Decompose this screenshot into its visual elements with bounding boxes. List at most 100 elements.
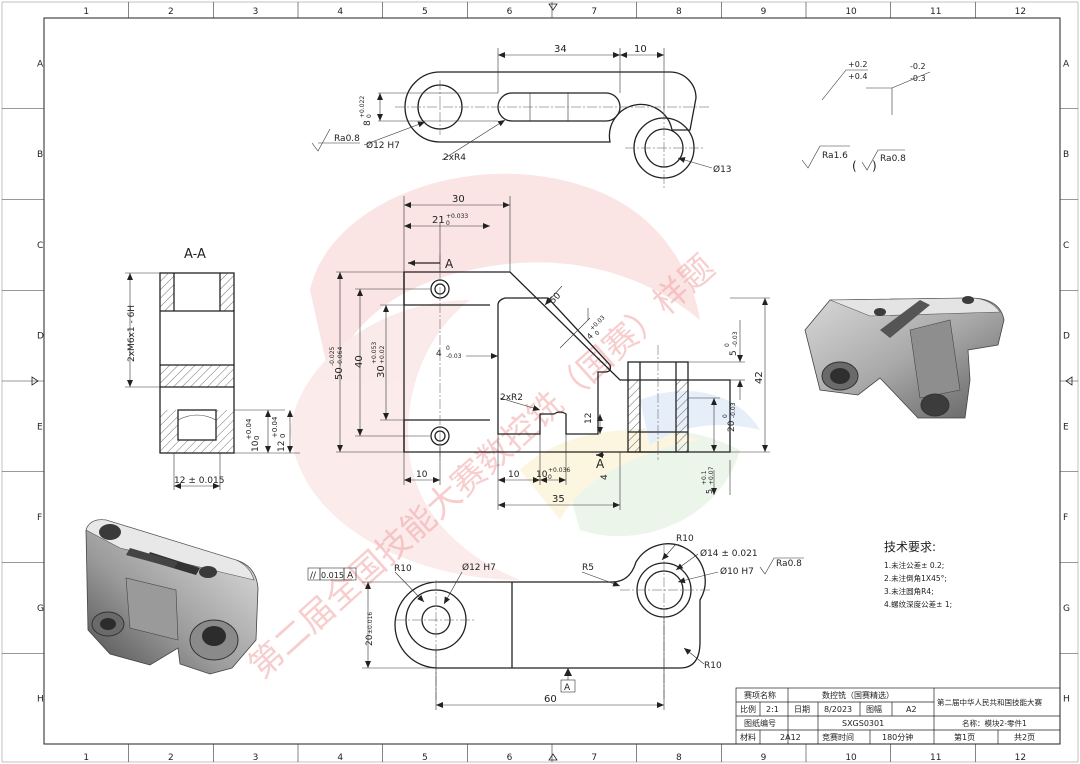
grid-col-label: 4 bbox=[337, 753, 343, 763]
dim-5-up: 0 bbox=[724, 343, 731, 347]
dim-10b: 10 bbox=[508, 470, 520, 480]
dim-10-top: 10 bbox=[634, 44, 647, 55]
tech-item: 2.未注倒角1X45°; bbox=[884, 573, 947, 583]
dim-42: 42 bbox=[754, 371, 765, 384]
grid-col-label: 12 bbox=[1015, 7, 1026, 17]
grid-col-label: 7 bbox=[591, 7, 597, 17]
tol-a-up: +0.2 bbox=[848, 60, 867, 69]
sec-width-12: 12 ± 0.015 bbox=[174, 476, 224, 486]
dim-5: 5 bbox=[729, 350, 739, 356]
sec-dim-10: 10 bbox=[251, 440, 261, 452]
tb-part-name: 名称：模块2-零件1 bbox=[962, 718, 1027, 728]
grid-col-label: 6 bbox=[507, 753, 513, 763]
isometric-view-right bbox=[804, 296, 1005, 419]
dim-40: 40 bbox=[354, 355, 365, 368]
ra-bottom: Ra0.8 bbox=[776, 559, 802, 569]
dim-50-up: -0.025 bbox=[329, 346, 336, 366]
section-title: A-A bbox=[184, 247, 206, 262]
dim-60: 60 bbox=[544, 694, 557, 705]
dim-50-lo: -0.064 bbox=[337, 346, 344, 366]
dim-20-up: 0 bbox=[722, 414, 729, 418]
grid-col-label: 1 bbox=[83, 7, 89, 17]
dim-5b-lo: +0.07 bbox=[708, 466, 715, 485]
section-view-aa: A-A 2xM6x1 - 6H 10 +0.04 0 12 +0.04 0 bbox=[125, 247, 300, 490]
tech-requirements: 技术要求: 1.未注公差± 0.2; 2.未注倒角1X45°; 3.未注圆角R4… bbox=[884, 540, 952, 609]
label-dia12-bottom: Ø12 H7 bbox=[462, 562, 496, 573]
dim-20-lo: -0.03 bbox=[730, 402, 737, 418]
tb-time-value: 180分钟 bbox=[882, 732, 913, 742]
sec-dim-12: 12 bbox=[277, 441, 287, 452]
dim-8: 8 bbox=[363, 120, 373, 126]
grid-col-label: 2 bbox=[168, 7, 174, 17]
dim-20-bottom: 20 bbox=[365, 634, 375, 646]
ra08-general: Ra0.8 bbox=[880, 154, 906, 164]
tb-sheet-no: 第1页 bbox=[954, 732, 975, 742]
grid-row-label: F bbox=[37, 513, 42, 523]
sec-dim-12-lo: 0 bbox=[279, 434, 287, 438]
grid-col-label: 9 bbox=[761, 753, 767, 763]
tb-date-label: 日期 bbox=[794, 705, 810, 714]
dim-4b: 4 bbox=[585, 331, 595, 341]
cut-a-bottom: A bbox=[596, 457, 605, 471]
grid-row-label: E bbox=[37, 422, 43, 432]
tb-drawno-value: SXGS0301 bbox=[842, 719, 884, 728]
thread-callout: 2xM6x1 - 6H bbox=[127, 305, 137, 362]
grid-row-label: H bbox=[37, 695, 44, 705]
dim-5-lo: -0.03 bbox=[732, 331, 739, 347]
dim-10c-lo: 0 bbox=[548, 474, 552, 481]
tb-drawno-label: 图纸编号 bbox=[744, 718, 776, 728]
tb-size-label: 图幅 bbox=[866, 704, 882, 714]
geo-tol-datum: A bbox=[347, 571, 354, 581]
geo-tol-value: 0.015 bbox=[321, 571, 344, 580]
dim-10c-up: +0.036 bbox=[548, 467, 570, 474]
dim-12v: 12 bbox=[584, 413, 594, 424]
paren-close: ) bbox=[872, 159, 877, 173]
tb-time-label: 竞赛时间 bbox=[822, 732, 854, 742]
grid-row-label: G bbox=[37, 604, 44, 614]
tb-size-value: A2 bbox=[906, 705, 917, 714]
top-view: 34 10 8 +0.022 0 Ø12 H7 Ra0.8 2xR4 Ø13 bbox=[311, 44, 732, 190]
isometric-view-left bbox=[85, 519, 259, 675]
tb-material-value: 2A12 bbox=[780, 733, 801, 742]
dim-34: 34 bbox=[554, 44, 567, 55]
grid-row-label: A bbox=[1063, 59, 1070, 69]
grid-row-label: G bbox=[1063, 604, 1070, 614]
grid-col-label: 6 bbox=[507, 7, 513, 17]
grid-row-label: D bbox=[1063, 332, 1070, 342]
label-dia13: Ø13 bbox=[713, 164, 732, 175]
dim-4: 4 bbox=[436, 349, 442, 359]
grid-row-label: E bbox=[1063, 422, 1069, 432]
title-block: 赛项名称 数控铣（国赛精选） 比例 2:1 日期 8/2023 图幅 A2 图纸… bbox=[735, 687, 1061, 745]
grid-col-label: 3 bbox=[253, 7, 259, 17]
dim-5b-up: +0.1 bbox=[701, 470, 708, 485]
dim-4-up: 0 bbox=[446, 345, 450, 352]
grid-col-label: 10 bbox=[845, 753, 857, 763]
grid-col-label: 9 bbox=[761, 7, 767, 17]
tb-event-label: 赛项名称 bbox=[744, 690, 776, 700]
grid-row-label: C bbox=[1063, 241, 1069, 251]
label-r10a: R10 bbox=[394, 564, 412, 574]
label-2xr2: 2xR2 bbox=[500, 393, 523, 403]
tb-scale-value: 2:1 bbox=[766, 705, 779, 714]
dim-4c: 4 bbox=[600, 474, 610, 480]
ra-top: Ra0.8 bbox=[334, 134, 360, 144]
watermark-logo bbox=[290, 173, 760, 580]
sec-dim-12-up: +0.04 bbox=[271, 416, 279, 438]
dim-20: 20 bbox=[727, 420, 737, 432]
tech-item: 4.螺纹深度公差± 1; bbox=[884, 599, 952, 609]
grid-row-label: B bbox=[1063, 150, 1069, 160]
grid-col-label: 8 bbox=[676, 753, 682, 763]
dim-10c: 10 bbox=[536, 470, 548, 480]
tb-org: 第二届中华人民共和国技能大赛 bbox=[937, 697, 1042, 707]
dim-30v-up: +0.053 bbox=[371, 342, 378, 364]
label-dia12-top: Ø12 H7 bbox=[366, 140, 400, 151]
label-r5: R5 bbox=[582, 563, 594, 573]
grid-col-label: 12 bbox=[1015, 753, 1026, 763]
tech-item: 3.未注圆角R4; bbox=[884, 586, 934, 596]
dim-8-upper: +0.022 bbox=[359, 96, 366, 118]
grid-col-label: 5 bbox=[422, 753, 428, 763]
tolerance-note: +0.2 +0.4 -0.2 -0.3 bbox=[821, 60, 931, 115]
dim-4b-lo: 0 bbox=[594, 329, 602, 337]
